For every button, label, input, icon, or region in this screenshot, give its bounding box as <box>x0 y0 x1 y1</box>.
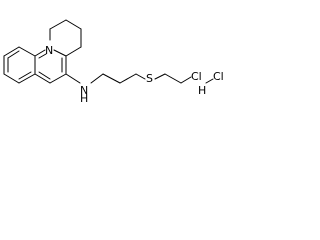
bond <box>65 19 82 30</box>
bond <box>180 76 192 84</box>
structure-diagram: N N H S Cl H Cl <box>0 0 230 102</box>
salt-bond <box>205 78 214 84</box>
bond <box>49 19 67 30</box>
bond <box>119 73 137 84</box>
bond <box>49 73 67 84</box>
double-bond-inner <box>7 50 20 59</box>
bond <box>164 73 182 84</box>
bond <box>154 73 166 80</box>
bond <box>135 73 146 80</box>
bond <box>3 73 20 84</box>
pyridine-ring <box>34 49 67 84</box>
bond <box>18 73 36 84</box>
molecule-drawing: N N H S Cl H Cl <box>3 19 224 102</box>
bond <box>3 46 20 57</box>
salt-chlorine-label: Cl <box>213 70 224 83</box>
bond <box>65 46 82 57</box>
bond <box>34 73 51 84</box>
bond <box>102 73 121 84</box>
double-bond-inner <box>38 53 47 59</box>
bond <box>34 49 46 57</box>
bond <box>53 49 67 57</box>
salt-hydrogen-label: H <box>198 84 206 97</box>
sulfur-label: S <box>146 72 153 85</box>
ring-nitrogen-label: N <box>45 44 53 57</box>
bond <box>90 73 104 84</box>
double-bond-inner <box>38 71 51 80</box>
cyclohexene-ring <box>49 19 82 57</box>
benzene-ring <box>3 46 36 84</box>
amine-nitrogen-label: N <box>80 84 88 97</box>
chain-chlorine-label: Cl <box>191 70 202 83</box>
bond <box>65 73 81 84</box>
side-chain <box>65 73 192 84</box>
amine-hydrogen-label: H <box>80 92 88 102</box>
double-bond-inner <box>18 71 32 80</box>
bond <box>18 46 36 57</box>
